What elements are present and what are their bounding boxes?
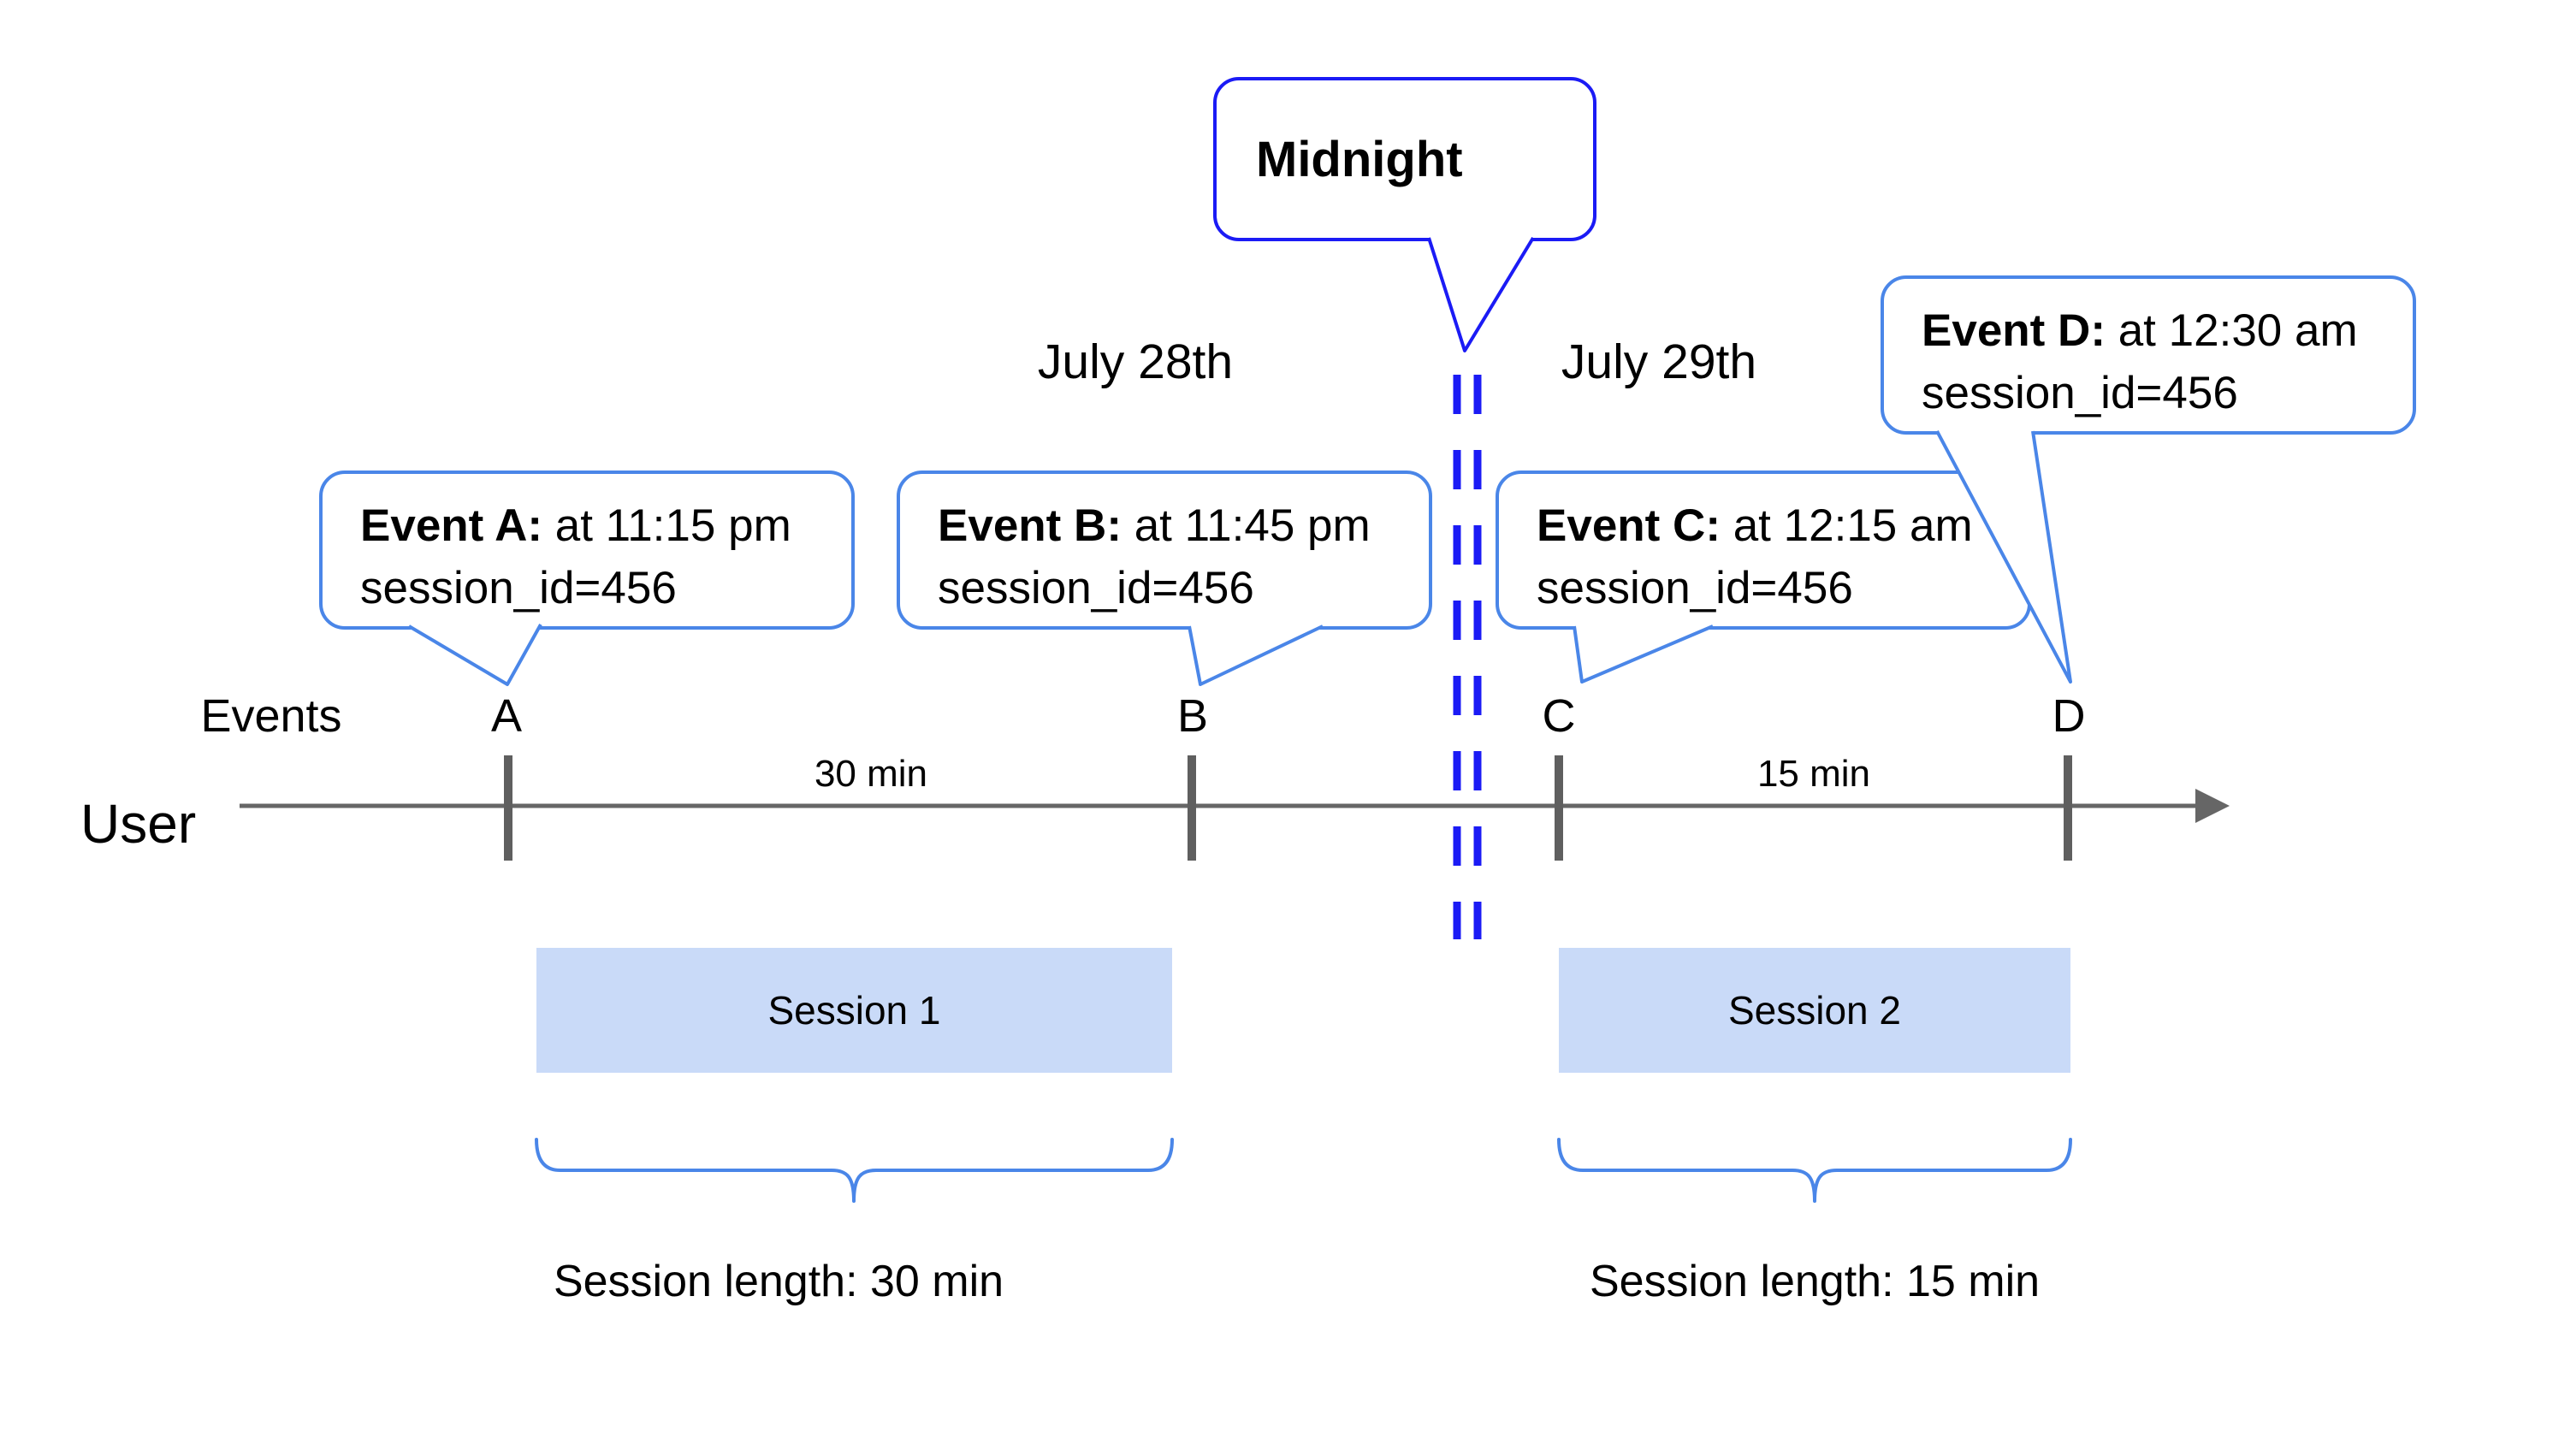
event-a-callout-tail <box>407 624 542 686</box>
timeline-axis <box>240 789 2230 823</box>
midnight-callout-tail <box>1427 236 1535 352</box>
midnight-callout: Midnight <box>1213 77 1596 241</box>
date-label-july-29: July 29th <box>1561 334 1757 389</box>
midnight-divider-dashed-lines <box>1453 375 1482 939</box>
event-a-time: at 11:15 pm <box>542 500 791 551</box>
event-marker-d: D <box>2052 690 2086 742</box>
event-b-callout-tail <box>1188 624 1324 686</box>
session-2-box: Session 2 <box>1559 948 2070 1073</box>
session-1-brace <box>535 1138 1174 1203</box>
interval-label-15min: 15 min <box>1756 753 1871 795</box>
event-a-label: Event A: <box>360 500 543 551</box>
event-c-callout: Event C: at 12:15 am session_id=456 <box>1496 471 2031 630</box>
timeline-arrowhead <box>2195 789 2230 823</box>
event-d-time: at 12:30 am <box>2105 305 2358 356</box>
event-d-session-id: session_id=456 <box>1922 368 2238 418</box>
interval-label-30min: 30 min <box>814 753 928 795</box>
event-d-line1: Event D: at 12:30 am <box>1922 299 2396 362</box>
events-axis-label: Events <box>200 690 342 742</box>
session-2-label: Session 2 <box>1727 988 1901 1033</box>
event-marker-c: C <box>1542 690 1576 742</box>
session-braces <box>535 1138 2072 1203</box>
event-b-time: at 11:45 pm <box>1121 500 1371 551</box>
event-marker-a: A <box>490 690 523 742</box>
event-marker-b: B <box>1176 690 1209 742</box>
event-b-label: Event B: <box>938 500 1122 551</box>
event-d-callout: Event D: at 12:30 am session_id=456 <box>1881 275 2416 435</box>
session-2-length-label: Session length: 15 min <box>1589 1257 2041 1306</box>
event-a-session-id: session_id=456 <box>360 563 677 613</box>
event-c-time: at 12:15 am <box>1720 500 1973 551</box>
session-1-label: Session 1 <box>767 988 941 1033</box>
session-1-box: Session 1 <box>536 948 1172 1073</box>
user-axis-label: User <box>80 793 197 855</box>
event-c-session-id: session_id=456 <box>1537 563 1853 613</box>
event-c-callout-tail <box>1573 624 1714 684</box>
session-2-brace <box>1557 1138 2072 1203</box>
session-1-length-label: Session length: 30 min <box>553 1257 1004 1306</box>
midnight-callout-label: Midnight <box>1256 131 1463 187</box>
event-a-callout: Event A: at 11:15 pm session_id=456 <box>319 471 855 630</box>
event-a-line1: Event A: at 11:15 pm <box>360 494 834 557</box>
event-b-line1: Event B: at 11:45 pm <box>938 494 1412 557</box>
date-label-july-28: July 28th <box>1037 334 1234 389</box>
event-b-callout: Event B: at 11:45 pm session_id=456 <box>897 471 1432 630</box>
event-b-session-id: session_id=456 <box>938 563 1254 613</box>
event-c-label: Event C: <box>1537 500 1721 551</box>
event-c-line1: Event C: at 12:15 am <box>1537 494 2011 557</box>
event-d-label: Event D: <box>1922 305 2106 356</box>
